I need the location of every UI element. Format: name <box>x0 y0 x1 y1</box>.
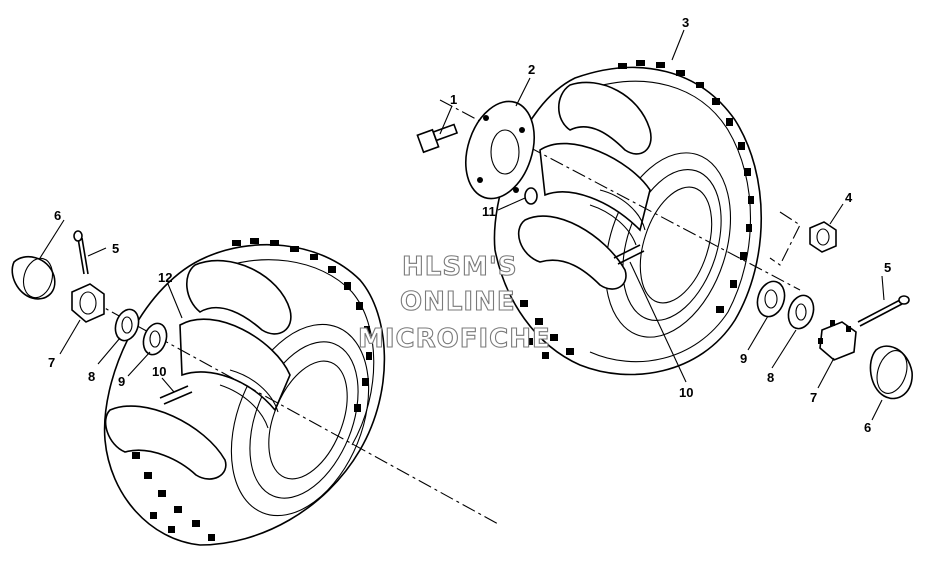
left-rim <box>186 259 292 335</box>
callout-12: 12 <box>158 270 172 285</box>
part-cap-right <box>869 345 913 400</box>
callout-11: 11 <box>482 204 496 219</box>
callout-5-left: 5 <box>112 241 119 256</box>
right-tire-tread <box>520 60 754 359</box>
callout-8-right: 8 <box>767 370 774 385</box>
part-washer-8-right <box>787 294 815 330</box>
part-washer-8-left <box>114 308 140 342</box>
part-cotter-pin-right <box>857 295 910 327</box>
callout-6-left: 6 <box>54 208 61 223</box>
watermark-line-1: HLSM'S <box>402 252 518 282</box>
part-nut-4 <box>809 221 837 253</box>
callout-labels: 1 2 3 4 5 6 7 8 9 10 11 12 6 5 7 8 9 10 <box>48 15 891 435</box>
leader-lines <box>39 29 885 421</box>
part-washer-9-left <box>142 322 168 356</box>
callout-1: 1 <box>450 92 457 107</box>
callout-7-right: 7 <box>810 390 817 405</box>
part-castle-nut-left <box>71 283 105 323</box>
part-washer-small <box>524 187 538 205</box>
callout-5-right: 5 <box>884 260 891 275</box>
callout-4: 4 <box>845 190 853 205</box>
part-cap-left <box>11 255 56 300</box>
callout-9-right: 9 <box>740 351 747 366</box>
callout-2: 2 <box>528 62 535 77</box>
left-wheel <box>103 238 386 546</box>
callout-10-right: 10 <box>679 385 693 400</box>
callout-10-left: 10 <box>152 364 166 379</box>
part-cotter-pin-left <box>73 230 89 275</box>
callout-3: 3 <box>682 15 689 30</box>
watermark-line-3: MICROFICHE <box>358 324 551 354</box>
part-washer-9-right <box>756 280 786 318</box>
callout-9-left: 9 <box>118 374 125 389</box>
callout-6-right: 6 <box>864 420 871 435</box>
part-castle-nut-right <box>818 320 857 361</box>
watermark-line-2: ONLINE <box>400 287 516 317</box>
watermark: HLSM'S ONLINE MICROFICHE <box>357 251 551 354</box>
right-wheel <box>493 60 762 376</box>
part-hub <box>465 100 535 200</box>
callout-7-left: 7 <box>48 355 55 370</box>
right-axle-centerline <box>439 99 801 291</box>
callout-8-left: 8 <box>88 369 95 384</box>
part-bolt <box>416 123 459 154</box>
right-rim <box>557 81 652 155</box>
left-tire <box>103 243 386 546</box>
part-pin-right <box>613 244 645 265</box>
